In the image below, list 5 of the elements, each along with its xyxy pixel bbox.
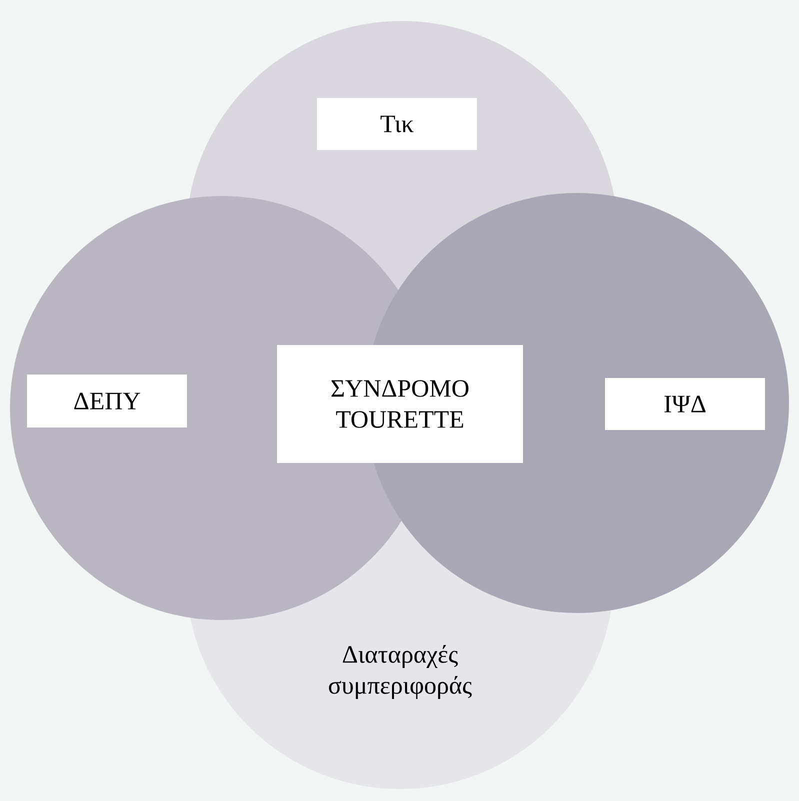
label-box: ΙΨΔ [605,378,765,430]
label-box: Τικ [317,98,477,150]
circle-label: Διαταραχές συμπεριφοράς [328,645,472,699]
label-box: ΣΥΝΔΡΟΜΟ TOURETTE [277,345,523,463]
label-box: ΔΕΠΥ [27,374,187,428]
